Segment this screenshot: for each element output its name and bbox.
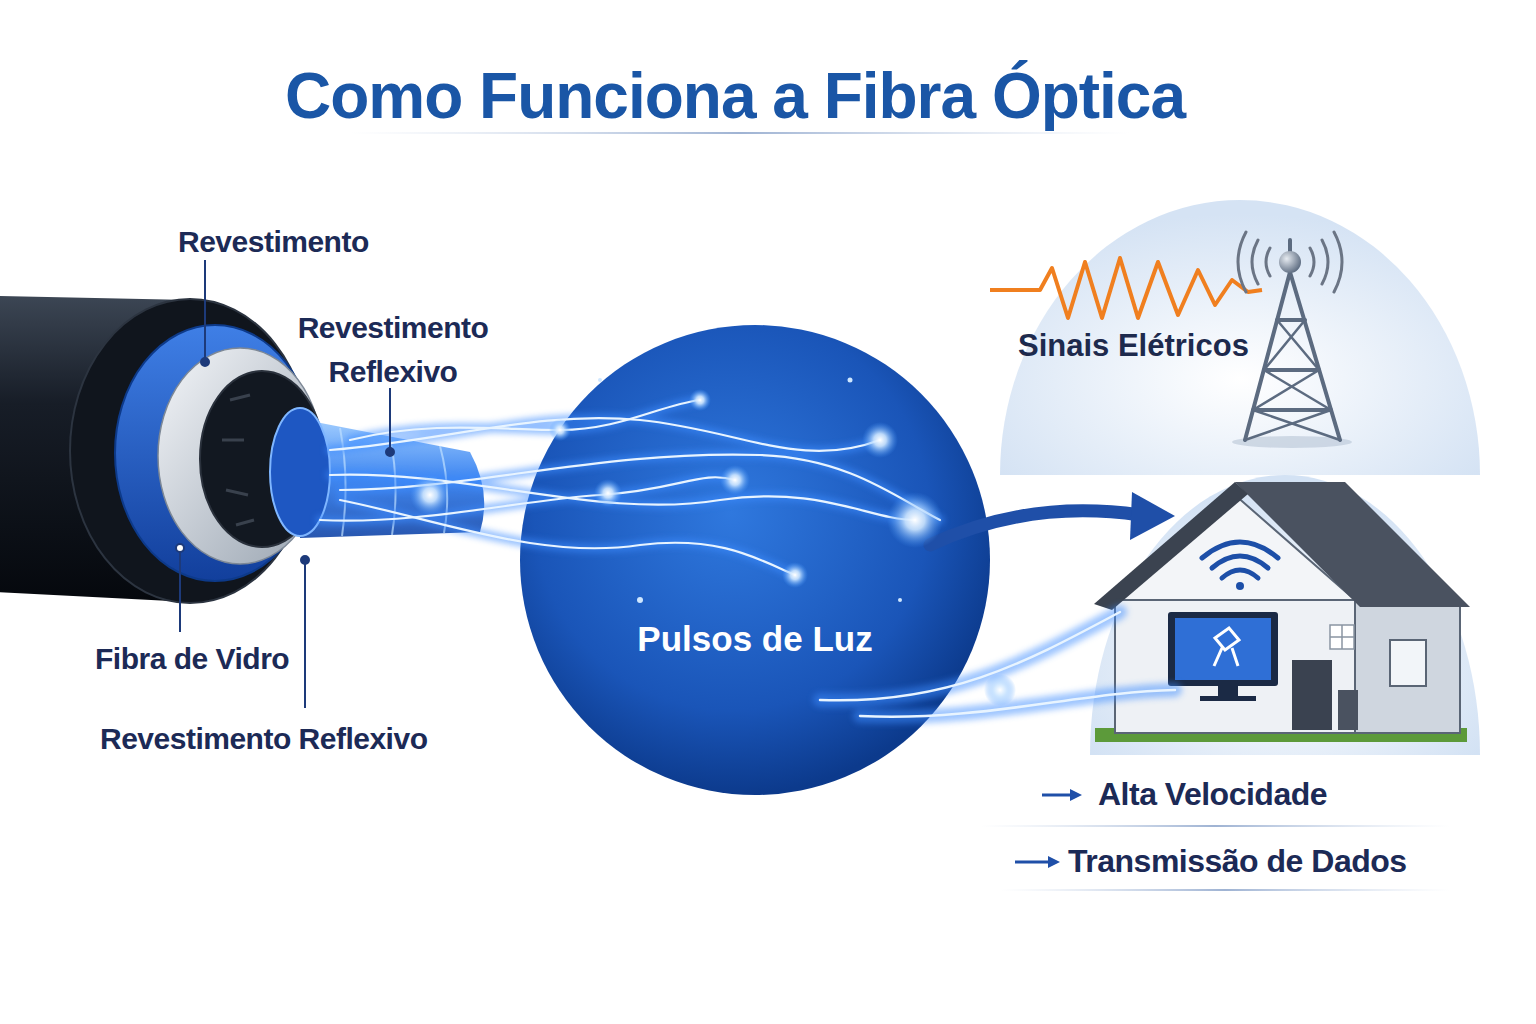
part-label: Revestimento Reflexivo: [100, 724, 427, 754]
part-label: Revestimento Reflexivo: [278, 306, 508, 394]
star-dot: [598, 378, 602, 382]
fiber-strand: [350, 400, 700, 440]
radio-waves: [1238, 232, 1342, 292]
antenna-ball: [1279, 251, 1301, 273]
star-dot: [848, 378, 853, 383]
leader-line: [304, 562, 306, 708]
house-roof: [1235, 482, 1470, 607]
sparkle: [782, 562, 808, 588]
screen-icon: [1214, 628, 1239, 666]
fiber-strand: [340, 500, 795, 575]
leader-dot: [301, 556, 309, 564]
fiber-strand: [320, 477, 735, 520]
part-label: Fibra de Vidro: [95, 644, 289, 674]
sparkle: [720, 465, 750, 495]
tower-legs: [1245, 272, 1340, 440]
house-backdrop: [1090, 475, 1480, 755]
radio-tower: [990, 232, 1352, 448]
stream-glow: [820, 612, 1120, 700]
list-rule: [980, 825, 1450, 827]
wifi-arc: [1212, 556, 1268, 568]
sparkle: [984, 674, 1016, 706]
signal-panel: Sinais Elétricos: [1000, 200, 1480, 475]
fiber-strand: [340, 455, 940, 520]
light-sparkles: [410, 378, 1016, 707]
part-label: Revestimento: [178, 227, 369, 257]
star-dot: [637, 597, 643, 603]
fiber-strand: [340, 455, 940, 520]
house-light-stream: [820, 612, 1175, 717]
leader-line: [389, 388, 391, 450]
bullet-arrow-head: [1048, 856, 1060, 868]
house-front-wall: [1115, 595, 1360, 733]
monitor-stand: [1200, 686, 1256, 701]
wifi-arc: [1222, 570, 1258, 578]
wave-arc: [1322, 240, 1328, 284]
bullet-arrow-head: [1070, 789, 1082, 801]
fiber-core: [320, 400, 940, 575]
desktop-speaker: [1338, 690, 1358, 730]
wave-arc: [1310, 248, 1314, 276]
tower-bars: [1253, 320, 1331, 410]
tower-braces: [1245, 320, 1340, 440]
fiber-strand: [340, 500, 795, 575]
node-text: Pulsos de Luz: [520, 621, 990, 656]
monitor-frame: [1168, 612, 1278, 686]
dome-fill: [1000, 200, 1480, 475]
wave-arc: [1238, 232, 1246, 292]
small-window: [1330, 625, 1354, 649]
leader-dot: [386, 448, 394, 456]
sparkle: [594, 479, 622, 507]
star-dot: [898, 598, 902, 602]
desktop-tower: [1292, 660, 1332, 730]
stream-core: [860, 690, 1175, 717]
bullet-arrow-line: [1042, 794, 1072, 797]
sparkle: [887, 492, 943, 548]
sparkle: [862, 422, 898, 458]
flow-arrow-head: [1130, 492, 1175, 540]
fiber-strand: [330, 418, 880, 451]
title-rule: [350, 132, 1130, 134]
part-label: Transmissão de Dados: [1068, 845, 1407, 877]
wave-arc: [1334, 232, 1342, 292]
light-fibers: [320, 400, 940, 575]
sparkle: [689, 389, 711, 411]
wave-arc: [1266, 248, 1270, 276]
leader-line: [204, 260, 206, 360]
house-side-wall: [1355, 600, 1460, 733]
leader-dot: [176, 544, 184, 552]
monitor-screen: [1175, 618, 1271, 680]
wifi-symbol: [1202, 542, 1278, 578]
electric-signal-wave: [990, 258, 1262, 318]
house-window: [1390, 640, 1426, 686]
diagram-title: Como Funciona a Fibra Óptica: [0, 64, 1470, 128]
leader-line: [179, 550, 181, 632]
stream-core: [820, 612, 1120, 700]
fiber-strand: [330, 475, 915, 520]
part-label: Alta Velocidade: [1098, 778, 1327, 810]
fiber-glow: [320, 400, 940, 575]
flow-arrow: [930, 511, 1140, 545]
bullet-arrow-line: [1015, 861, 1050, 864]
house-panel: [1090, 475, 1480, 755]
tower-frame: [1245, 240, 1340, 440]
sparkle: [549, 419, 571, 441]
leader-dot: [201, 358, 209, 366]
list-rule: [1000, 889, 1450, 891]
wifi-arc: [1202, 542, 1278, 558]
sparkle: [410, 475, 450, 515]
fiber-strand: [320, 477, 735, 520]
wave-arc: [1252, 240, 1258, 284]
ring-ridges: [222, 395, 254, 525]
wifi-dot: [1236, 582, 1244, 590]
